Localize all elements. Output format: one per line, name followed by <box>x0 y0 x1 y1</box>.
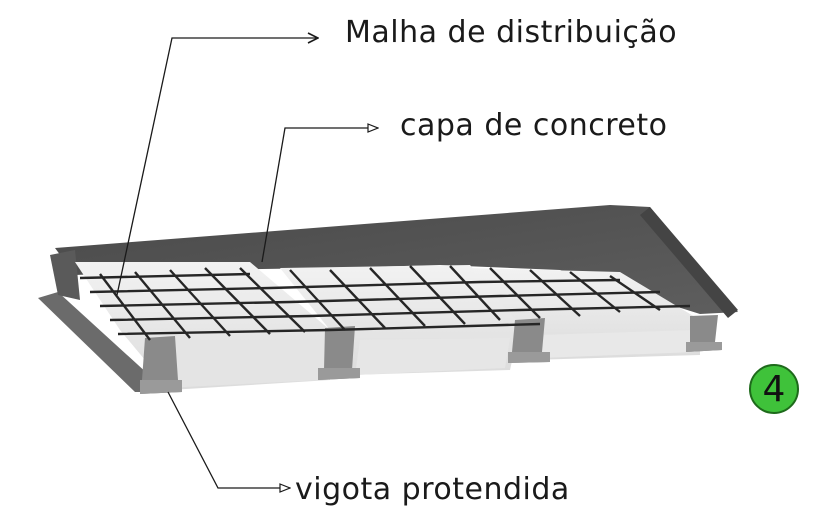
label-concrete-topping: capa de concreto <box>400 108 668 143</box>
label-distribution-mesh: Malha de distribuição <box>345 15 678 50</box>
leader-line-capa <box>261 128 378 263</box>
filler-front <box>355 338 510 375</box>
slab-left-edge <box>38 292 160 392</box>
concrete-topping-edge <box>640 207 738 318</box>
filler-front <box>165 340 330 388</box>
joist <box>318 326 360 380</box>
leader-line-malha <box>116 38 318 296</box>
filler-front <box>540 330 695 358</box>
joist <box>686 315 722 352</box>
concrete-topping <box>55 205 738 314</box>
slab-left-rim <box>50 250 80 300</box>
joist <box>140 336 182 394</box>
distribution-mesh <box>79 265 691 341</box>
label-prestressed-joist: vigota protendida <box>295 472 570 507</box>
leader-line-vigota <box>167 391 290 488</box>
joist <box>508 318 550 363</box>
step-number-badge: 4 <box>749 364 799 414</box>
